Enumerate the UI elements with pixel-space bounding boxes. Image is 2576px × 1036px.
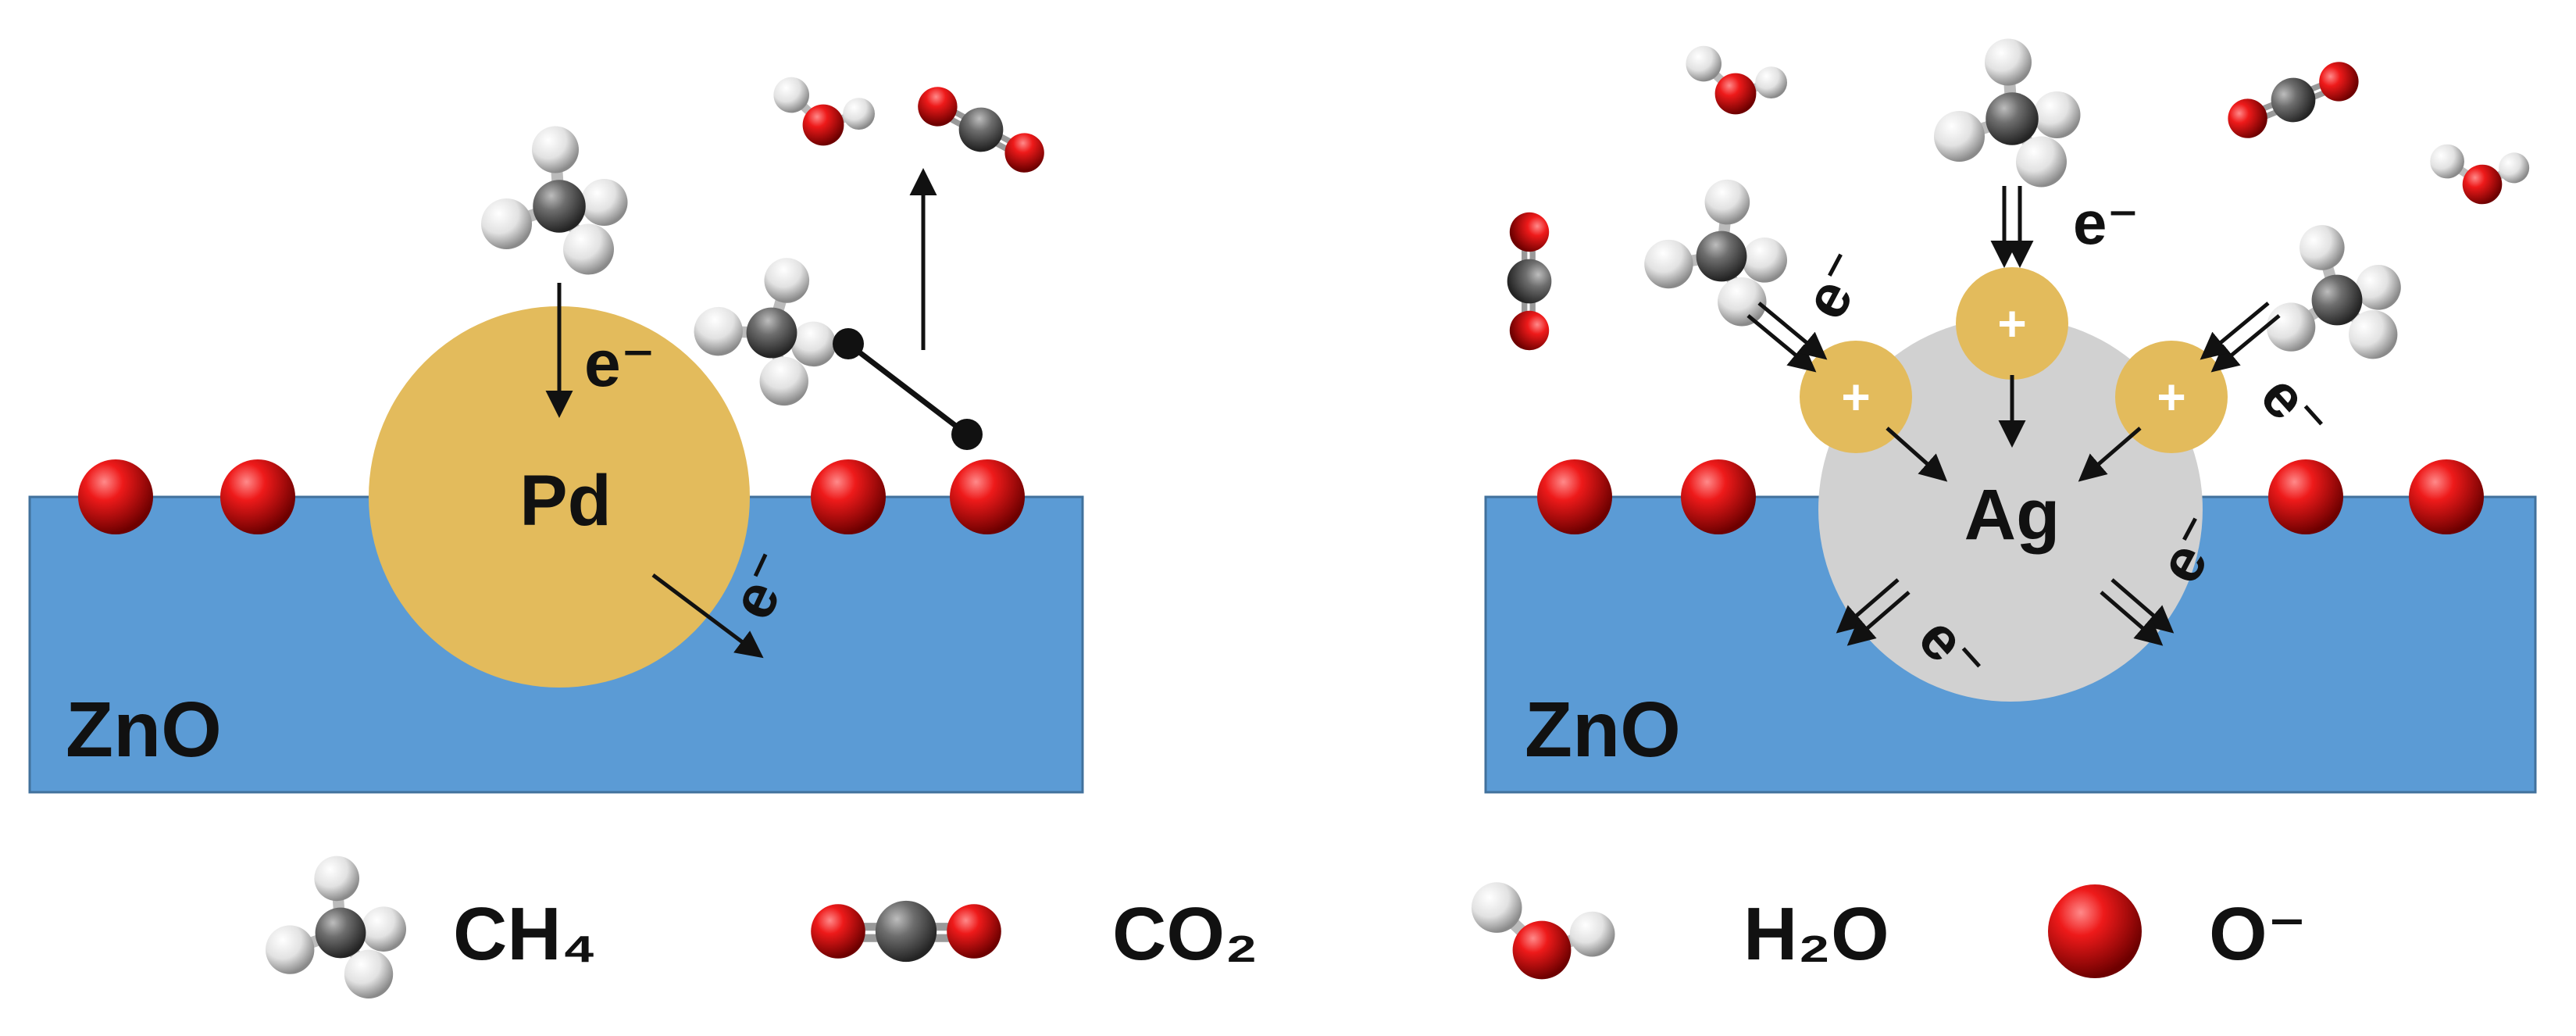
electron-transfer-arrow [651, 573, 764, 659]
legend: CH₄ CO₂ H₂O O⁻ [266, 856, 2307, 998]
oxygen-ion [950, 459, 1025, 534]
svg-text:+: + [1841, 369, 1870, 425]
electron-label: e⁻ [584, 327, 655, 400]
electron-transfer-arrow [1836, 578, 1911, 646]
positive-site: + [1800, 341, 1912, 453]
methane-molecule [2248, 211, 2415, 380]
ag-nanoparticle [1818, 317, 2203, 702]
methane-molecule [481, 127, 628, 275]
substrate-label-left: ZnO [66, 686, 222, 773]
electron-transfer-arrow [1886, 427, 1948, 482]
oxygen-ion [1681, 459, 1756, 534]
methane-molecule [1636, 167, 1800, 332]
oxygen-ion-icon [2048, 884, 2142, 978]
svg-text:+: + [1997, 295, 2026, 352]
oxygen-ion [78, 459, 153, 534]
legend-label-h2o: H₂O [1743, 892, 1889, 976]
water-molecule-icon [1472, 882, 1615, 979]
svg-text:+: + [2157, 369, 2185, 425]
right-panel: Ag ZnO + + + [1484, 39, 2535, 794]
electron-donation-arrow [1746, 302, 1828, 373]
oxygen-ion [220, 459, 295, 534]
positive-site: + [2115, 341, 2228, 453]
electron-transfer-arrow [2078, 427, 2142, 482]
legend-label-co2: CO₂ [1112, 892, 1258, 976]
electron-donation-arrow [1990, 186, 2034, 268]
carbon-dioxide-molecule [1507, 213, 1552, 350]
oxygen-ion [1537, 459, 1612, 534]
electron-label: e⁻ [2073, 188, 2139, 257]
oxygen-ion [2409, 459, 2484, 534]
oxygen-ion [811, 459, 886, 534]
water-molecule [1686, 46, 1787, 115]
methane-molecule [1934, 39, 2081, 188]
water-molecule [2428, 130, 2535, 212]
electron-label: e⁻ [1789, 239, 1881, 330]
methane-molecule-icon [266, 856, 406, 998]
legend-label-oxygen-ion: O⁻ [2209, 892, 2307, 976]
carbon-dioxide-molecule [2221, 54, 2366, 147]
reaction-bond-indicator [833, 328, 983, 450]
positive-site: + [1956, 267, 2068, 380]
electron-transfer-arrow [2100, 578, 2175, 646]
water-molecule [773, 77, 875, 146]
pd-label: Pd [519, 461, 612, 541]
legend-label-ch4: CH₄ [453, 892, 597, 976]
ag-label: Ag [1964, 475, 2060, 555]
carbon-dioxide-molecule-icon [811, 901, 1001, 962]
left-panel: Pd ZnO e⁻ e⁻ [28, 77, 1084, 794]
electron-label: e⁻ [2247, 361, 2342, 456]
substrate-label-right: ZnO [1525, 686, 1681, 773]
electron-donation-arrow [2200, 302, 2281, 373]
carbon-dioxide-molecule [910, 78, 1052, 182]
pd-nanoparticle [369, 306, 750, 688]
oxygen-ion [2268, 459, 2343, 534]
